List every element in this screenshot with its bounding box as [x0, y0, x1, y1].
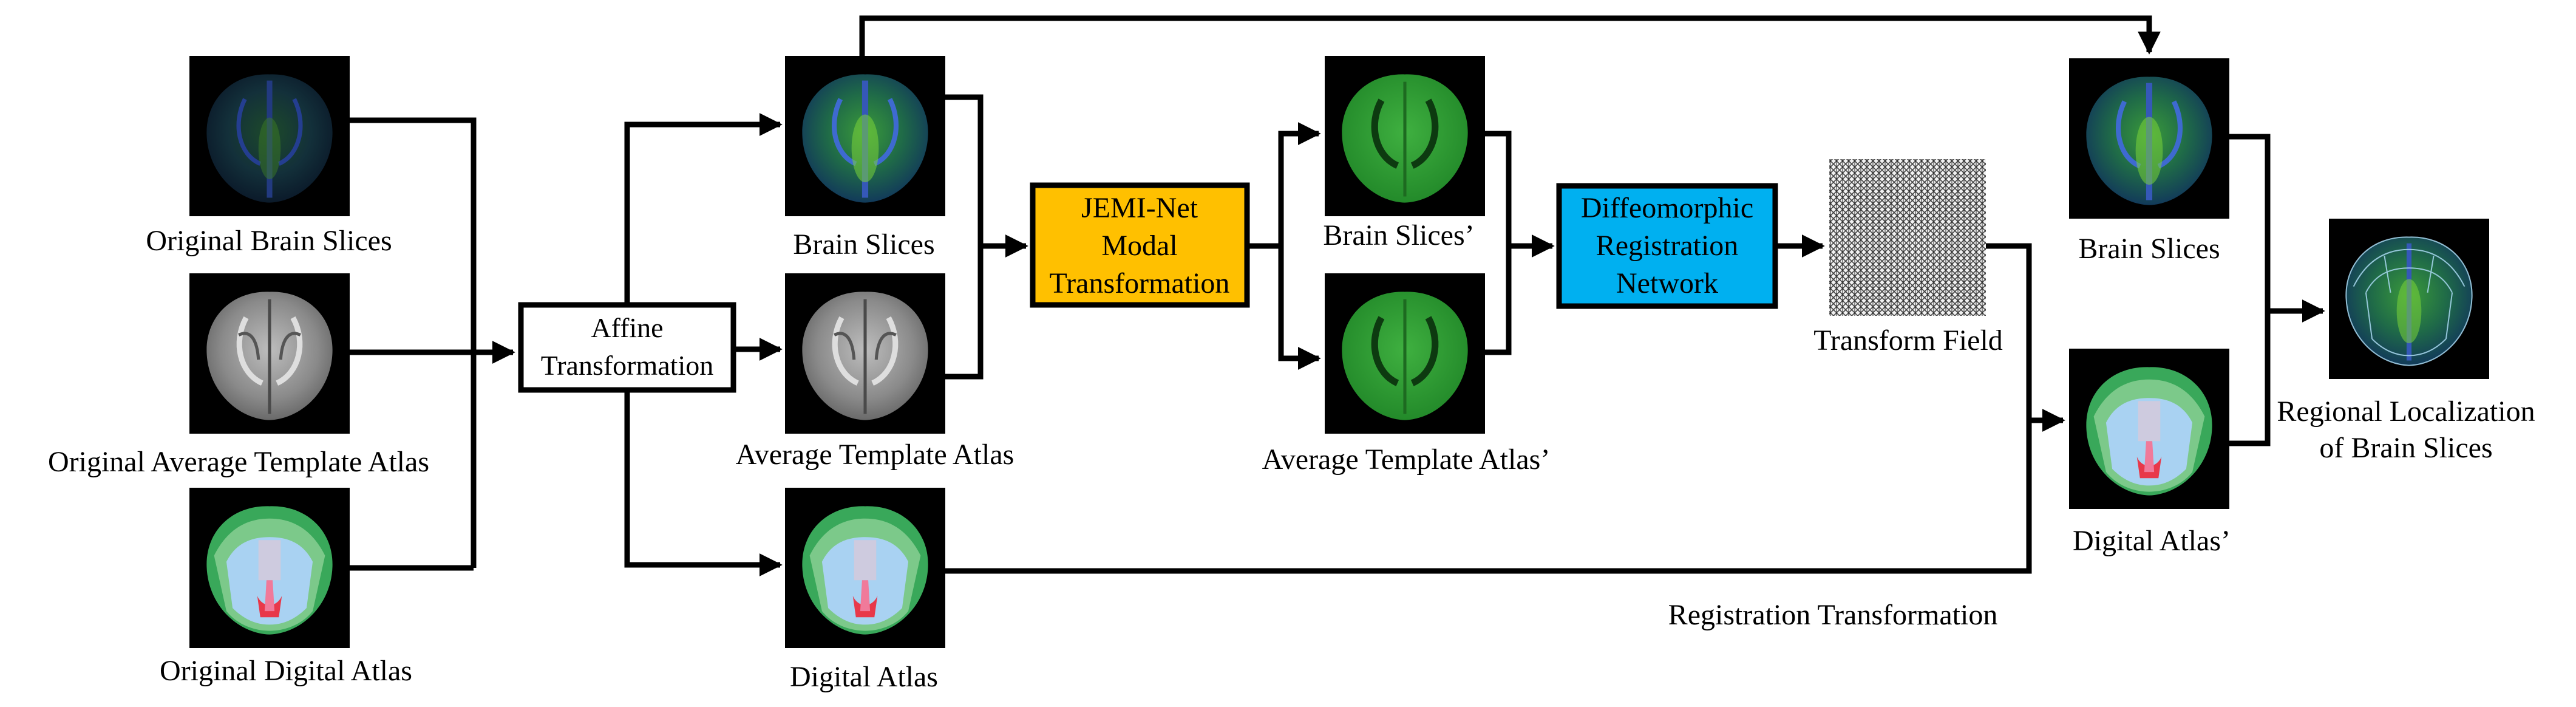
diffeo-box-line2: Registration: [1596, 230, 1739, 262]
affine-transformation-box: Affine Transformation: [518, 302, 736, 393]
label-brain-slices-output: Brain Slices: [2078, 233, 2220, 265]
transform-field-image: [1829, 159, 1986, 316]
jemi-net-box: JEMI-Net Modal Transformation: [1030, 182, 1250, 308]
label-digital-atlas: Digital Atlas: [790, 661, 938, 693]
connector-digital-registration: [945, 420, 2032, 574]
label-average-template-prime: Average Template Atlas’: [1262, 443, 1551, 476]
connector-jemi-out: [1247, 122, 1321, 249]
brain-slices-image: [785, 56, 945, 216]
connector-orig-brain: [350, 117, 477, 568]
jemi-box-line1: JEMI-Net: [1081, 192, 1198, 224]
connector-affine-trunk: [624, 113, 783, 305]
diffeomorphic-registration-box: Diffeomorphic Registration Network: [1556, 183, 1778, 309]
label-original-average-template: Original Average Template Atlas: [48, 446, 429, 478]
brain-slices-output-image: [2069, 58, 2229, 219]
average-template-prime-image: [1325, 273, 1485, 434]
label-brain-slices-prime: Brain Slices’: [1323, 219, 1474, 251]
digital-atlas-prime-image: [2069, 349, 2229, 509]
original-brain-slices-image: [189, 56, 350, 216]
connector-field-digital-prime: [1986, 243, 2065, 432]
regional-localization-image: [2329, 219, 2489, 379]
brain-slices-prime-image: [1325, 56, 1485, 216]
connector-output-bracket: [2229, 134, 2271, 446]
label-registration-transformation: Registration Transformation: [1668, 599, 1998, 631]
diffeo-box-line1: Diffeomorphic: [1581, 192, 1753, 224]
label-original-brain-slices: Original Brain Slices: [146, 225, 392, 257]
affine-box-line1: Affine: [591, 312, 663, 343]
label-brain-slices: Brain Slices: [793, 228, 934, 261]
jemi-box-line3: Transformation: [1050, 267, 1230, 299]
original-average-template-image: [189, 273, 350, 434]
digital-atlas-image: [785, 488, 945, 648]
label-transform-field: Transform Field: [1813, 324, 2003, 357]
diffeo-box-line3: Network: [1616, 267, 1718, 299]
label-regional-line1: Regional Localization: [2277, 395, 2535, 428]
connector-prime-bracket: [1485, 131, 1512, 355]
label-average-template: Average Template Atlas: [736, 439, 1014, 471]
original-digital-atlas-image: [189, 488, 350, 648]
label-digital-atlas-prime: Digital Atlas’: [2073, 525, 2231, 557]
label-original-digital-atlas: Original Digital Atlas: [160, 655, 412, 687]
affine-box-line2: Transformation: [541, 350, 714, 381]
connector-affine-bottom: [624, 390, 783, 576]
jemi-box-line2: Modal: [1101, 230, 1177, 262]
connector-brain-bracket: [945, 94, 984, 380]
connector-jemi-down: [1278, 246, 1321, 370]
average-template-image: [785, 273, 945, 434]
connector-top-loop: [859, 15, 2161, 56]
label-regional-line2: of Brain Slices: [2319, 432, 2492, 464]
connectors: [350, 15, 2325, 576]
